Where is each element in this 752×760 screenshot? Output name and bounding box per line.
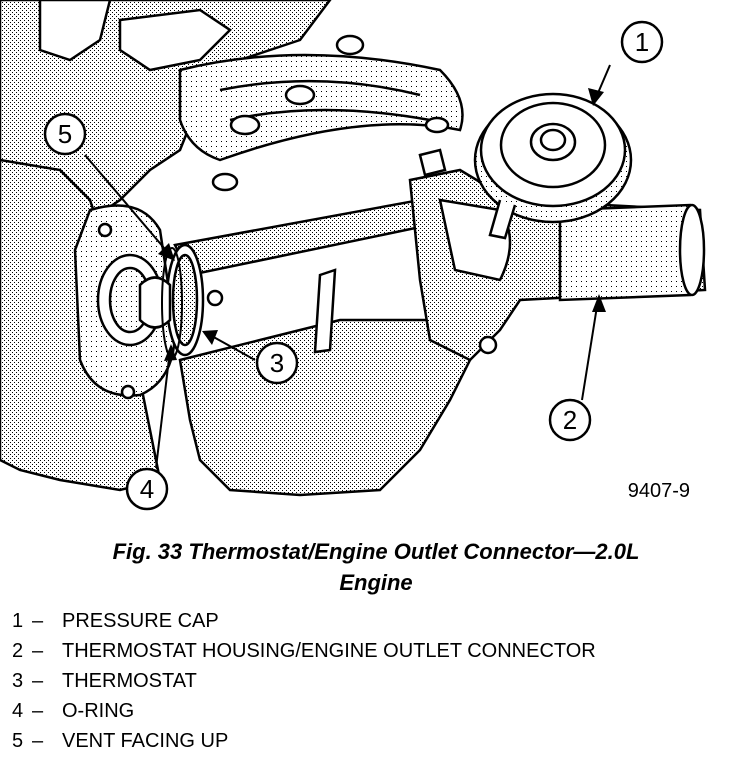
svg-text:5: 5 [58,119,72,149]
leader-lines [84,64,611,469]
legend-list: 1–PRESSURE CAP 2–THERMOSTAT HOUSING/ENGI… [12,606,596,756]
callout-1: 1 [620,20,664,64]
legend-item: 4–O-RING [12,696,596,726]
legend-item: 2–THERMOSTAT HOUSING/ENGINE OUTLET CONNE… [12,636,596,666]
legend-dash: – [32,640,44,662]
caption-line-1: Fig. 33 Thermostat/Engine Outlet Connect… [112,539,640,564]
svg-text:2: 2 [563,405,577,435]
caption-line-2: Engine [339,570,413,595]
engine-block [0,0,472,497]
engine-outlet-connector [408,168,707,362]
legend-number: 4 [12,700,24,722]
legend-text: PRESSURE CAP [62,610,219,632]
svg-text:3: 3 [270,348,284,378]
figure-code: 9407-9 [628,480,690,502]
legend-text: THERMOSTAT [62,670,197,692]
legend-item: 5–VENT FACING UP [12,726,596,756]
svg-text:1: 1 [635,27,649,57]
intake-manifold [178,34,464,192]
legend-number: 2 [12,640,24,662]
legend-text: O-RING [62,700,135,722]
legend-dash: – [32,670,44,692]
thermostat-flange [73,204,177,400]
arrowheads [158,88,606,361]
legend-dash: – [32,700,44,722]
legend-text: VENT FACING UP [62,730,229,752]
svg-text:4: 4 [140,474,154,504]
callout-3: 3 [255,341,299,385]
engine-illustration: 1 2 3 4 5 9407-9 [0,0,707,511]
callout-2: 2 [548,398,592,442]
callout-4: 4 [125,467,169,511]
thermostat-part [138,243,224,357]
legend-dash: – [32,610,44,632]
legend-number: 1 [12,610,24,632]
callout-5: 5 [43,112,87,156]
legend-item: 3–THERMOSTAT [12,666,596,696]
legend-number: 5 [12,730,24,752]
figure-caption: Fig. 33 Thermostat/Engine Outlet Connect… [0,536,752,598]
legend-number: 3 [12,670,24,692]
legend-dash: – [32,730,44,752]
legend-text: THERMOSTAT HOUSING/ENGINE OUTLET CONNECT… [62,640,596,662]
pressure-cap [418,92,633,240]
legend-item: 1–PRESSURE CAP [12,606,596,636]
